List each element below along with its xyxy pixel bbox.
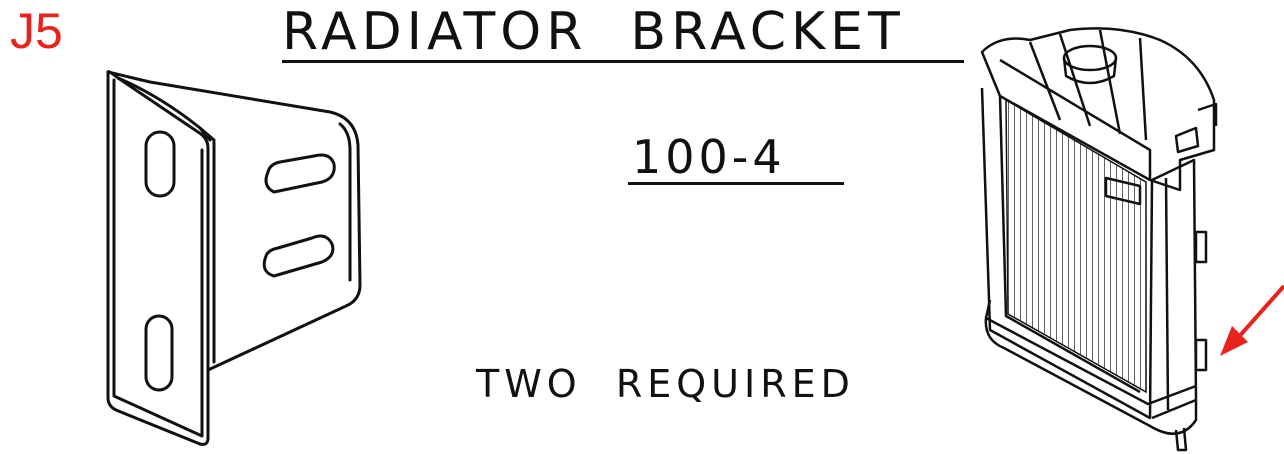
- diagram-title: RADIATOR BRACKET: [282, 2, 905, 62]
- bracket-side-flange: [106, 70, 362, 372]
- bracket-slot: [144, 130, 176, 198]
- bracket-slot: [144, 314, 174, 392]
- radiator-lower-tank: [984, 299, 1198, 435]
- pointer-arrow: [1220, 284, 1284, 356]
- part-number: 100-4: [632, 130, 786, 184]
- bracket-vertical-plate: [106, 70, 210, 446]
- part-number-underline: [628, 182, 844, 185]
- quantity-note: TWO REQUIRED: [476, 362, 855, 406]
- radiator-core-fins: [1005, 98, 1147, 394]
- title-underline: [282, 60, 964, 63]
- radiator-header-tank: [980, 27, 1216, 192]
- radiator-side-channel: [1151, 158, 1198, 420]
- radiator-filler-cap: [1062, 44, 1118, 72]
- reference-code: J5: [10, 3, 63, 59]
- bracket-slot: [262, 234, 335, 278]
- bracket-slot: [264, 153, 336, 194]
